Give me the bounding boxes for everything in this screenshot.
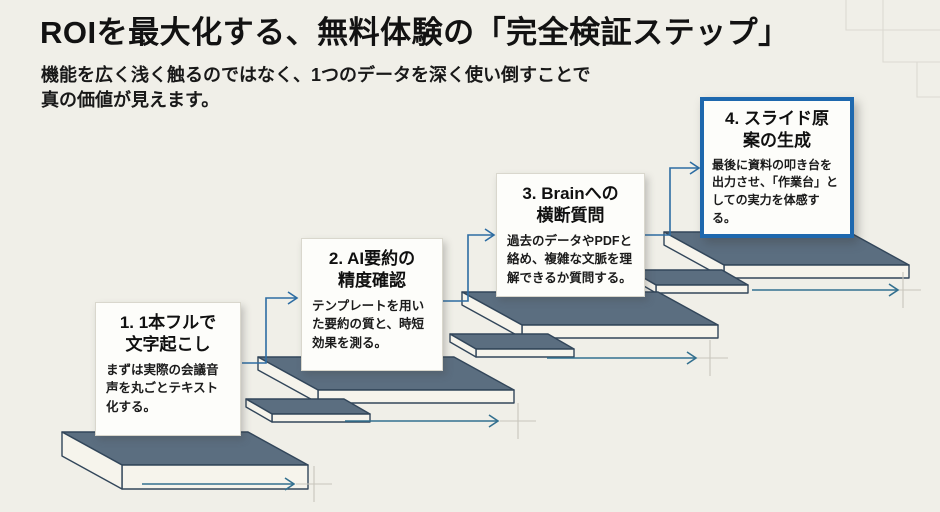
connector-card2-card3 — [443, 228, 496, 302]
step1-block — [61, 431, 309, 490]
page-title: ROIを最大化する、無料体験の「完全検証ステップ」 — [40, 15, 790, 50]
crosshair-marks — [296, 272, 921, 502]
step-card-3-body: 過去のデータやPDFと絡め、複雑な文脈を理解できるか質問する。 — [507, 233, 633, 286]
flow-arrow-2 — [345, 414, 500, 428]
flow-arrow-1 — [142, 477, 296, 491]
step-card-1-title: 1. 1本フルで 文字起こし — [119, 313, 217, 354]
flow-arrow-4 — [752, 283, 900, 297]
ledge-1-2 — [245, 398, 371, 423]
step3-block — [461, 291, 719, 339]
step-card-2-title: 2. AI要約の 精度確認 — [328, 249, 416, 290]
connector-card1-card2 — [242, 291, 299, 364]
corner-decoration-lines — [845, 0, 940, 98]
connector-card3-card4 — [645, 161, 701, 236]
step-card-2: 2. AI要約の 精度確認 テンプレートを用いた要約の質と、時短効果を測る。 — [301, 238, 443, 371]
step-card-2-body: テンプレートを用いた要約の質と、時短効果を測る。 — [312, 298, 425, 351]
page-subtitle: 機能を広く浅く触るのではなく、1つのデータを深く使い倒すことで 真の価値が見えま… — [41, 64, 591, 110]
step-card-4-body: 最後に資料の叩き台を出力させ、「作業台」としての実力を体感する。 — [712, 157, 839, 225]
step-card-4-title: 4. スライド原 案の生成 — [725, 109, 829, 150]
step-card-3-title: 3. Brainへの 横断質問 — [522, 184, 619, 225]
step-card-1-body: まずは実際の会議音声を丸ごとテキスト化する。 — [106, 362, 219, 415]
flow-arrow-3 — [547, 351, 698, 365]
step4-block — [663, 231, 910, 279]
step-card-1: 1. 1本フルで 文字起こし まずは実際の会議音声を丸ごとテキスト化する。 — [95, 302, 241, 436]
step-card-4: 4. スライド原 案の生成 最後に資料の叩き台を出力させ、「作業台」としての実力… — [700, 97, 854, 238]
header: ROIを最大化する、無料体験の「完全検証ステップ」 機能を広く浅く触るのではなく… — [40, 14, 920, 112]
ledge-2-3 — [449, 333, 575, 358]
step-card-3: 3. Brainへの 横断質問 過去のデータやPDFと絡め、複雑な文脈を理解でき… — [496, 173, 645, 297]
